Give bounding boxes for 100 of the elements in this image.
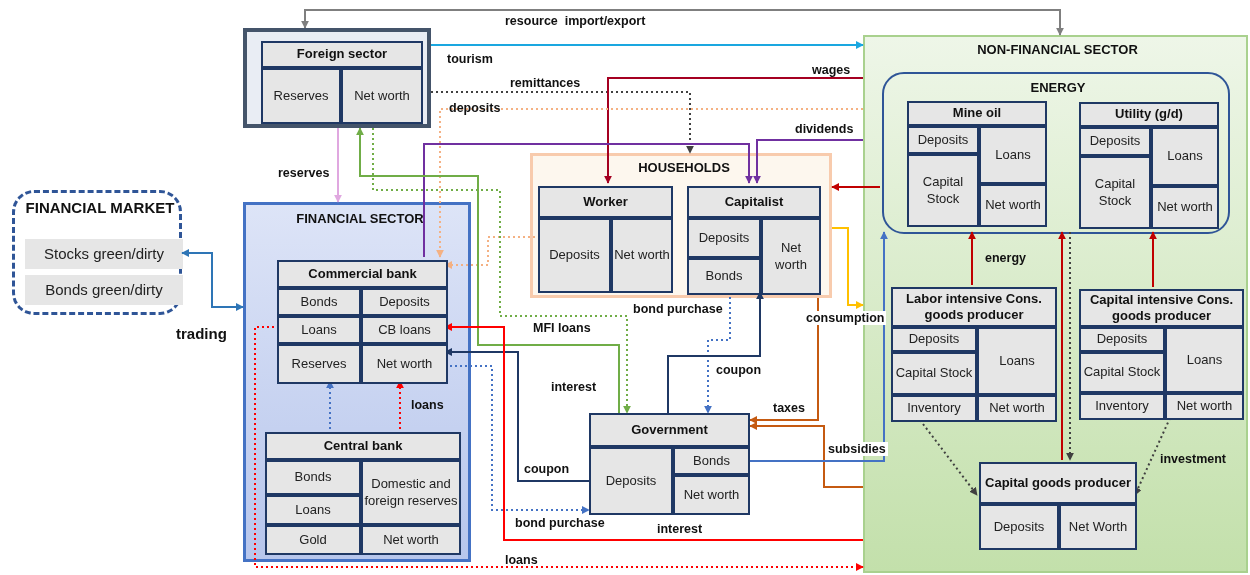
edge-label: loans [505,553,538,567]
edge-label: dividends [795,122,854,136]
edge-label: consumption [804,311,887,325]
balance-sheet-item: Loans [1165,327,1244,393]
balance-sheet-item: Gold [265,525,361,555]
arrow [436,108,864,258]
balance-sheet-item: Deposits [979,504,1059,550]
arrow [301,9,1064,36]
table-header: Commercial bank [277,260,448,288]
balance-sheet-item: Deposits [589,447,673,515]
panel-title: HOUSEHOLDS [637,160,731,175]
edge-label: resource import/export [505,14,646,28]
edge-label: deposits [449,101,501,115]
sector-panel [530,153,832,298]
table-header: Labor intensive Cons. goods producer [891,287,1057,327]
balance-sheet-item: Bonds [265,460,361,495]
balance-sheet-item: Capital Stock [1079,156,1151,229]
table-header: Capitalist [687,186,821,218]
balance-sheet-item: Net worth [1151,186,1219,229]
edge-label: wages [812,63,851,77]
arrow [831,183,881,191]
table-header: Central bank [265,432,461,460]
arrow [749,422,864,488]
arrow [254,326,864,571]
edge-label: interest [551,380,597,394]
panel-title: FINANCIAL MARKET [24,199,176,216]
edge-label: MFI loans [533,321,591,335]
balance-sheet-item: Deposits [1079,327,1165,352]
balance-sheet-item: Net worth [761,218,821,295]
edge-label: reserves [278,166,330,180]
balance-sheet-item: Deposits [538,218,611,293]
balance-sheet-item: Deposits [687,218,761,258]
table-header: Worker [538,186,673,218]
edge-label: remittances [510,76,581,90]
balance-sheet-item: Net worth [673,475,750,515]
group-frame [882,72,1230,234]
balance-sheet [891,287,1057,422]
balance-sheet-item: Deposits [1079,127,1151,156]
table-header: Capital goods producer [979,462,1137,504]
edge-label: investment [1160,452,1226,466]
balance-sheet-item: Bonds [687,258,761,295]
balance-sheet-item: Stocks green/dirty [25,239,183,269]
balance-sheet [265,432,461,555]
balance-sheet [1079,289,1244,420]
arrow [1149,231,1157,288]
balance-sheet-item: Net worth [341,68,423,124]
table-header: Government [589,413,750,447]
arrow [1058,231,1066,461]
balance-sheet-item: Inventory [891,395,977,422]
edge-label: coupon [716,363,762,377]
balance-sheet-item: Capital Stock [891,352,977,395]
balance-sheet-item: Net worth [611,218,673,293]
edge-label: trading [176,325,227,342]
balance-sheet [538,186,673,293]
arrow [968,231,976,286]
balance-sheet-item: CB loans [361,316,448,344]
sector-panel [243,202,471,562]
table-header: Utility (g/d) [1079,102,1219,127]
edge-label: tourism [447,52,493,66]
balance-sheet-item: Net worth [979,184,1047,227]
edge-label: bond purchase [633,302,723,316]
balance-sheet-item: Deposits [891,327,977,352]
edge-label: subsidies [826,442,888,456]
arrow [181,249,244,311]
balance-sheet [277,260,448,384]
arrow [749,297,819,424]
edge-label: coupon [524,462,570,476]
edge-label: taxes [773,401,805,415]
balance-sheet [687,186,821,295]
balance-sheet-item: Loans [977,327,1057,395]
panel-title: ENERGY [1029,80,1087,95]
market-panel [12,190,182,315]
balance-sheet [979,462,1137,550]
balance-sheet-item: Reserves [277,344,361,384]
arrow [430,41,864,49]
arrow [753,139,864,184]
table-header: Mine oil [907,101,1047,126]
balance-sheet-item: Bonds green/dirty [25,275,183,305]
balance-sheet-item: Inventory [1079,393,1165,420]
arrow [430,91,694,154]
arrow [1066,231,1074,461]
edge-label: interest [657,522,703,536]
arrow [831,227,864,309]
arrow [604,77,864,184]
sector-box [243,28,431,128]
balance-sheet-item: Bonds [277,288,361,316]
arrow [423,143,753,258]
balance-sheet-item: Deposits [907,126,979,154]
balance-sheet [907,101,1047,227]
edge-label: energy [985,251,1026,265]
balance-sheet-item: Loans [277,316,361,344]
balance-sheet-item: Deposits [361,288,448,316]
balance-sheet-item: Reserves [261,68,341,124]
balance-sheet-item: Domestic and foreign reserves [361,460,461,525]
balance-sheet [589,413,750,515]
balance-sheet-item: Net worth [361,344,448,384]
arrow [334,127,342,203]
balance-sheet-item: Capital Stock [1079,352,1165,393]
table-header: Foreign sector [261,41,423,68]
balance-sheet-item: Bonds [673,447,750,475]
